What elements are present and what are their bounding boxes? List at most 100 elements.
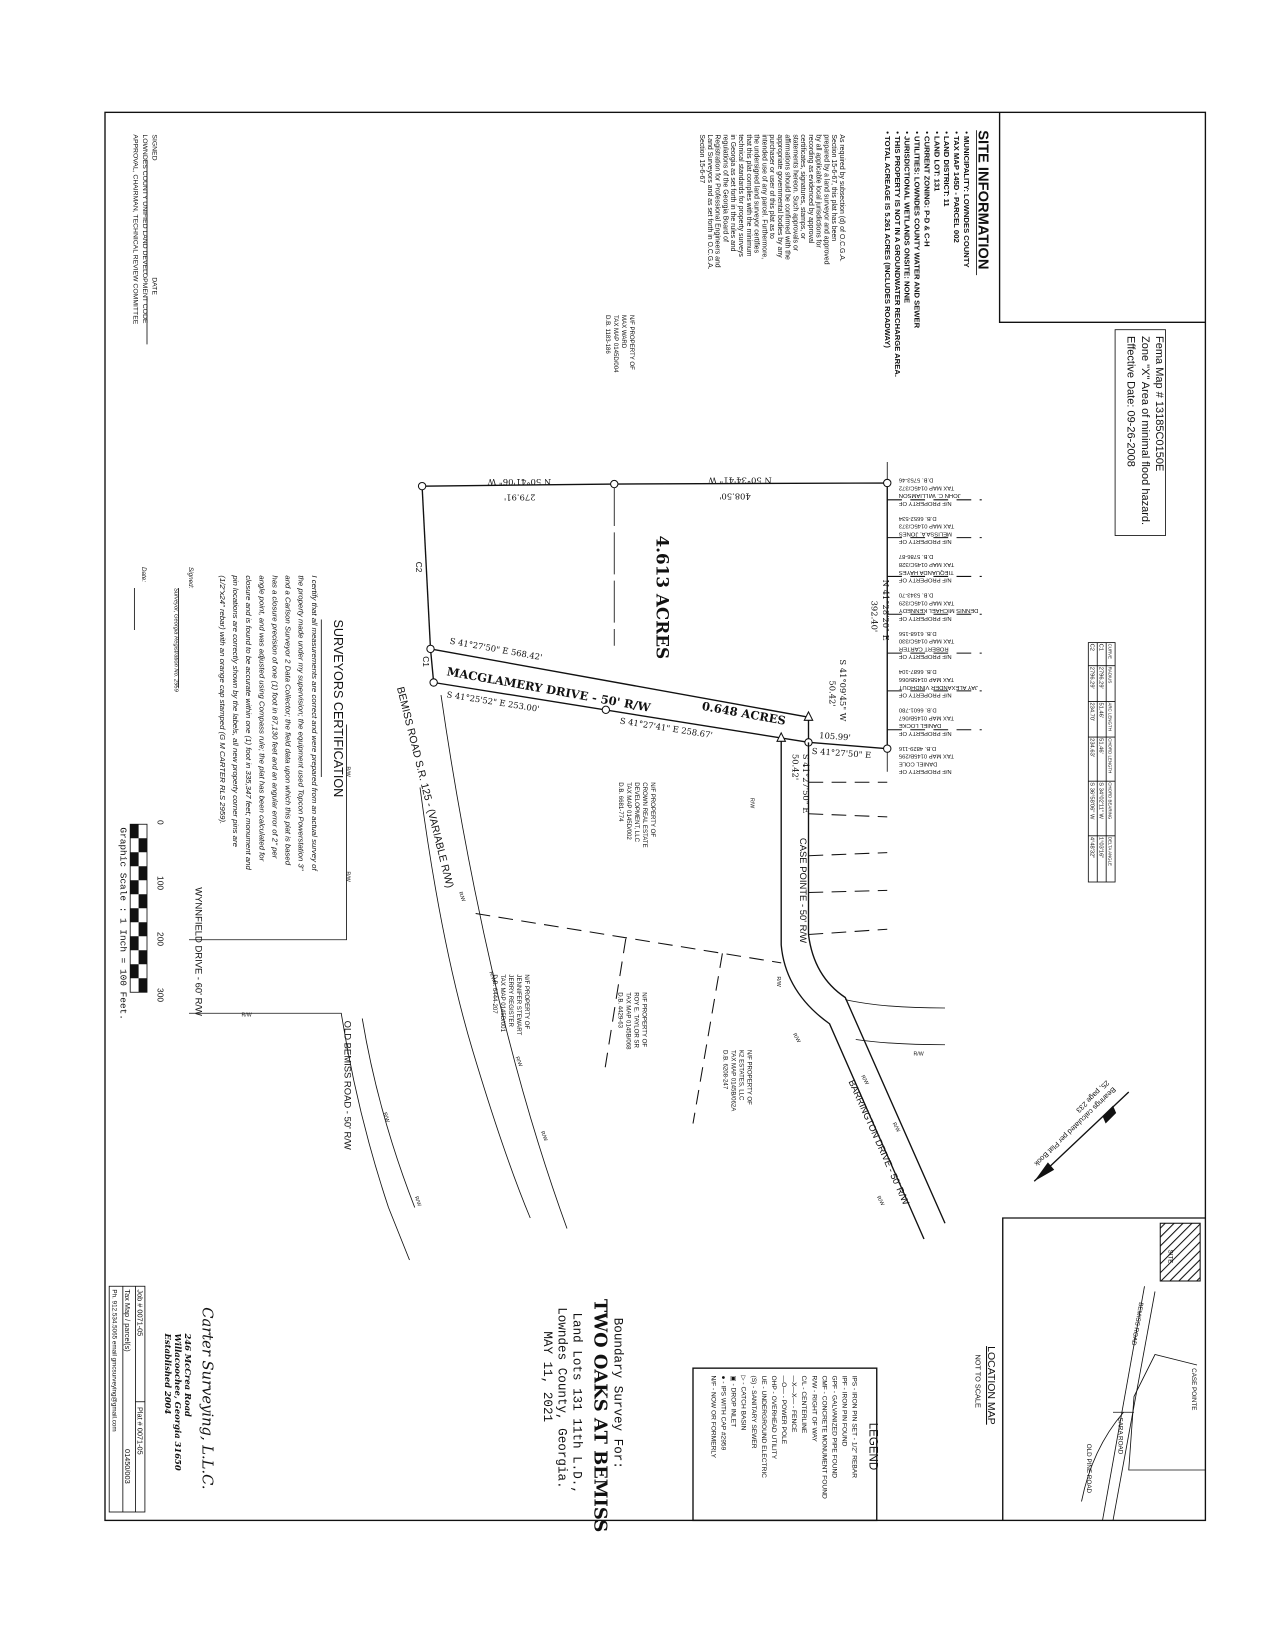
site-info-item: • UTILITIES: LOWNDES COUNTY WATER AND SE… <box>913 131 922 328</box>
map-label-bemiss: BEMISS ROAD <box>1130 1302 1145 1347</box>
owner-label-line: D.B. 6601-780 <box>898 707 937 713</box>
location-map-box <box>1002 1217 1206 1521</box>
curve-table-cell: 2796.29' <box>1097 667 1103 689</box>
owner-label-line: ROBERT CARTER <box>899 645 949 651</box>
location-map-drawing <box>1081 1222 1206 1521</box>
certification-line: the property made under my supervision; … <box>297 575 306 871</box>
legend-item: C/L - CENTERLINE <box>800 1375 807 1433</box>
legend-item: R/W - RIGHT OF WAY <box>810 1375 817 1442</box>
certification-title: SURVEYORS CERTIFICATION <box>331 620 345 798</box>
owner-label-line: DENNIS MICHAEL KENNEDY <box>899 607 979 613</box>
road-bemiss: BEMISS ROAD S.R. 125 - (VARIABLE R/W) <box>394 686 456 890</box>
site-info-item: • TAX MAP 145D - PARCEL 002 <box>952 131 961 242</box>
certification-line: (1/2"x24" rebar) with an orange cap stam… <box>218 575 227 824</box>
scale-segment <box>138 838 147 853</box>
main-acreage: 4.613 ACRES <box>652 536 672 660</box>
property-label-line: DEVELOPMENT, LLC <box>633 782 640 842</box>
statement-line: Land Surveyors and as set forth in O.C.G… <box>706 134 713 269</box>
owner-label-line: MELISSA A. JONES <box>899 530 952 536</box>
scale-segment <box>130 880 139 895</box>
company-name: Carter Surveying, L.L.C. <box>199 1307 216 1489</box>
scale-tick-label: 100 <box>156 876 166 890</box>
rw-label: R/W <box>891 1122 901 1134</box>
site-info-item: • MUNICIPALITY: LOWNDES COUNTY <box>962 131 971 267</box>
date-label: Date: <box>140 567 147 582</box>
property-label-line: TAX MAP 0145B/068 <box>625 992 632 1050</box>
curve-table-header: ARC LENGTH <box>1107 702 1112 730</box>
curve-table-cell: S 36°58'06" W <box>1088 782 1094 820</box>
property-label-line: K2 ESTATES, LLC <box>738 1050 745 1101</box>
site-info-list: • MUNICIPALITY: LOWNDES COUNTY• TAX MAP … <box>883 131 971 377</box>
statement-line: the undersigned land surveyor certifies <box>753 134 760 253</box>
east-tail-bearing: S 41°27'50" E <box>812 746 872 760</box>
property-label-line: N/F PROPERTY OF <box>649 782 656 837</box>
property-label-line: N/F PROPERTY OF <box>746 1050 753 1105</box>
north-bearing-1: N 50°34'41" W <box>708 476 772 486</box>
property-label-line: MAX WARD <box>620 315 627 349</box>
legend-title: LEGEND <box>866 1423 878 1470</box>
site-info-title: SITE INFORMATION <box>975 130 991 269</box>
legend-item: IPF - IRON PIN FOUND <box>841 1375 848 1446</box>
statement-line: in Georgia as set forth in the rules and <box>729 134 736 251</box>
owner-label-line: D.B. 5343-70 <box>898 592 933 598</box>
address-line: Willacoochee, Georgia 31650 <box>173 1334 183 1471</box>
scale-segment <box>130 908 139 923</box>
curve-table-cell: C2 <box>1088 644 1094 651</box>
owner-label-line: D.B. 5786-87 <box>899 553 934 559</box>
property-label-line: JENNIFER STEWART <box>515 974 522 1035</box>
scale-caption: Graphic Scale : 1 Inch = 100 Feet. <box>118 827 129 1020</box>
property-label-line: ROY E. TAYLOR SR <box>633 992 640 1048</box>
property-label-line: CROWN REAL ESTATE <box>641 782 648 847</box>
property-label-line: TAX MAP 0145D/002 <box>625 782 632 840</box>
property-label-line: JERRY REGISTER <box>507 974 514 1027</box>
road-old-bemiss: OLD BEMISS ROAD - 50' R/W <box>341 1021 352 1150</box>
scale-segment <box>138 922 147 937</box>
road-acreage: 0.648 ACRES <box>701 699 787 728</box>
rw-label: R/W <box>749 798 755 808</box>
survey-date: MAY 11, 2021 <box>540 1331 554 1422</box>
rw-labels: R/WR/WR/WR/WR/WR/WR/WR/WR/WR/WR/WR/WR/WR… <box>241 766 923 1207</box>
legend-item: ▷ - CATCH BASIN <box>740 1375 747 1430</box>
statement-line: prepared by a land surveyor and approved <box>822 134 829 264</box>
tie-a-dist: 50.42' <box>827 680 837 706</box>
owner-label-line: TAX MAP 0145B/295 <box>898 753 954 759</box>
north-dist-1: 408.50' <box>719 492 751 502</box>
certification-line: angle point, and was adjusted using Comp… <box>257 575 266 861</box>
owner-label-line: TAX MAP 0145C/373 <box>899 523 954 529</box>
certification-line: has a closure precision of one (1) foot … <box>270 575 279 858</box>
statement-line: purchaser or user of this plat as to <box>768 134 775 239</box>
east-dist: 392.40' <box>869 601 879 633</box>
statement-line: certificates, signatures, stamps, or <box>799 134 806 239</box>
job-number: Job # 0071-05 <box>136 1289 145 1336</box>
certification-line: and a Carlson Surveyor 2 Data Collector;… <box>284 575 293 865</box>
curve-table-cell: C1 <box>1097 644 1103 651</box>
legend-item: IPS - IRON PIN SET - 1/2" REBAR <box>851 1375 858 1478</box>
certification-line: pin locations are correctly shown by the… <box>231 574 240 847</box>
approval-date: DATE <box>150 277 157 295</box>
drive-south-bearing-1: S 41°25'52" E 253.00' <box>446 689 540 714</box>
statement-line: Section 15-6-67, this plat has been <box>830 134 837 241</box>
curve-table-header: CHORD LENGTH <box>1107 738 1112 773</box>
property-label-line: TAX MAP 0145B/062A <box>730 1050 737 1112</box>
address-line: 246 McCrea Road <box>183 1332 193 1416</box>
property-label-line: D.B. 1183-186 <box>604 315 611 354</box>
legend-item: —X—X— - FENCE <box>790 1375 797 1433</box>
curve-table-cell: 51.46' <box>1097 738 1103 754</box>
north-bearing-2: N 50°41'06" W <box>487 477 551 487</box>
rw-label: R/W <box>539 1130 548 1142</box>
scale-segment <box>138 978 147 993</box>
owner-label-line: DANIEL LOCKE <box>899 722 942 728</box>
owner-label-line: N/F PROPERTY OF <box>898 692 951 698</box>
owner-label-line: DANIEL COLE <box>899 760 938 766</box>
property-label-line: D.B. 6444-207 <box>491 974 498 1014</box>
legend-item: OHP - OVERHEAD UTILITY <box>770 1375 777 1459</box>
site-info-item: • LAND DISTRICT: 11 <box>942 131 951 207</box>
scale-segment <box>130 964 139 979</box>
owner-label-line: TAX MAP 0145B/066 <box>899 676 954 682</box>
scale-segment <box>130 852 139 867</box>
county: Lowndes County, Georgia. <box>555 1307 569 1488</box>
site-info-box <box>998 112 1206 324</box>
